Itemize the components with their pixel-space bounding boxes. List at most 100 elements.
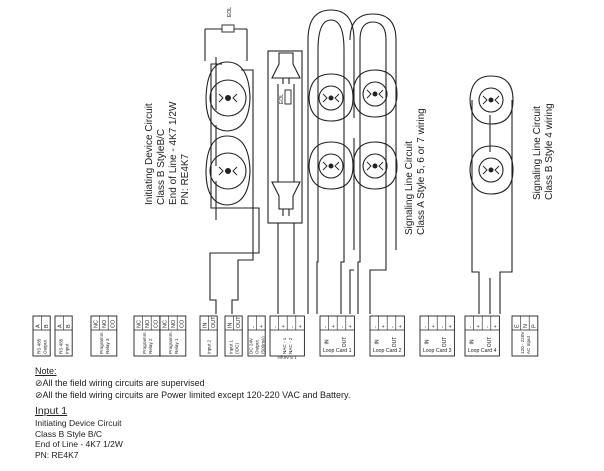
horn-1: [271, 52, 301, 79]
amps-label: 1.5 Amps: [277, 355, 297, 360]
terminal-sub-label: IN: [375, 339, 381, 344]
terminal-caption: Loop Card 3: [423, 348, 452, 354]
terminal-label: NC: [93, 320, 99, 328]
terminal-label: E: [514, 324, 520, 328]
idc-title: Initiating Device Circuit Class B StyleB…: [144, 101, 191, 205]
terminal-caption: Input 2: [207, 340, 212, 354]
terminal-label: -: [272, 326, 278, 328]
terminal-label: CO: [180, 319, 186, 328]
terminal-label: -: [422, 326, 428, 328]
terminal-sub-label: OUT: [342, 337, 348, 348]
slc-b-detector-1: [469, 75, 514, 125]
terminal-label: -: [322, 326, 328, 328]
terminal-caption: Relay 1: [174, 338, 179, 354]
terminal-label: +: [281, 325, 287, 328]
terminal-caption: Programm.: [99, 331, 104, 354]
terminal-caption: (IDC): [235, 343, 240, 354]
terminal-label: -: [340, 326, 346, 328]
nac-circuit: [267, 50, 303, 314]
eol-resistor-nac: [284, 89, 292, 105]
terminal-label: -: [440, 326, 446, 328]
terminal-caption: Input 1: [229, 340, 234, 354]
idc-detector-1: [205, 61, 251, 132]
idc-title-line-1: Initiating Device Circuit: [144, 103, 155, 205]
slc-a-title: Signaling Line Circuit Class A Style 5, …: [404, 108, 427, 235]
slc-b-title-line-2: Class B Style 4 wiring: [544, 103, 555, 200]
notes-title: Note:: [35, 366, 57, 376]
terminal-label: -: [467, 326, 473, 328]
slc-a-title-line-2: Class A Style 5, 6 or 7 wiring: [416, 108, 427, 235]
terminal-label: NO: [171, 319, 177, 328]
terminal-sub-label: OUT: [442, 337, 448, 348]
terminal-label: IN: [227, 322, 233, 328]
terminal-caption: AC Input: [526, 335, 531, 354]
slc-a-title-line-1: Signaling Line Circuit: [404, 141, 415, 235]
slc-a-detector-2: [308, 141, 354, 190]
eol-label-nac: EOL: [279, 94, 285, 104]
terminal-block: [511, 315, 539, 357]
terminal-caption: (500mA): [261, 336, 266, 354]
terminal-label: CO: [111, 319, 117, 328]
terminal-caption: Relay 3: [105, 338, 110, 354]
input1-line-4: PN: RE4K7: [35, 449, 79, 460]
terminal-label: N: [523, 324, 529, 328]
slc-a-detector-1: [308, 73, 354, 122]
input1-title: Input 1: [35, 405, 68, 417]
terminal-caption: 120 - 220V: [520, 331, 525, 354]
slc-b-detector-2: [469, 145, 514, 195]
terminal-sub-label: IN: [325, 339, 331, 344]
idc-detector-2: [205, 135, 251, 206]
terminal-label: +: [493, 325, 499, 328]
note-line-2: ⊘All the field wiring circuits are Power…: [35, 390, 351, 400]
idc-title-line-2: Class B StyleB/C: [156, 129, 167, 205]
terminal-label: -: [250, 326, 256, 328]
terminal-caption: Output: [43, 339, 48, 354]
terminal-caption: RS 485: [59, 338, 64, 354]
terminal-label: +: [259, 325, 265, 328]
idc-title-line-4: PN: RE4K7: [180, 153, 191, 205]
terminal-caption: DC 24V: [249, 337, 254, 354]
terminal-label: IN: [202, 322, 208, 328]
terminal-label: +: [448, 325, 454, 328]
terminal-sub-label: IN: [470, 339, 476, 344]
slc-a-detector-4: [352, 141, 398, 190]
terminal-label: +: [381, 325, 387, 328]
terminal-caption: Programm.: [142, 331, 147, 354]
notes-block: Note: ⊘All the field wiring circuits are…: [35, 365, 595, 401]
terminal-label: NC: [136, 320, 142, 328]
terminal-label: +: [348, 325, 354, 328]
terminal-block: [90, 315, 118, 357]
terminal-caption: Loop Card 1: [323, 348, 352, 354]
terminal-label: -: [485, 326, 491, 328]
terminal-label: +: [476, 325, 482, 328]
terminal-caption: Programm.: [168, 331, 173, 354]
terminal-label: +: [331, 325, 337, 328]
input1-block: Input 1 Initiating Device Circuit Class …: [35, 405, 123, 460]
terminal-label: CO: [154, 319, 160, 328]
terminal-sub-label: OUT: [487, 337, 493, 348]
terminal-label: A: [35, 324, 41, 328]
terminal-label: B: [44, 324, 50, 328]
input1-line-2: Class B Style B/C: [35, 428, 103, 439]
terminal-label: NO: [102, 319, 108, 328]
idc-title-line-3: End of Line - 4K7 1/2W: [168, 101, 179, 205]
terminal-sub-label: IN: [425, 339, 431, 344]
terminal-caption: Output: [255, 339, 260, 354]
terminal-label: -: [390, 326, 396, 328]
input1-line-1: Initiating Device Circuit: [35, 418, 122, 428]
slc-b-title-line-1: Signaling Line Circuit: [532, 106, 543, 200]
terminal-caption: NAC - 2: [288, 337, 293, 354]
terminal-label: +: [298, 325, 304, 328]
terminal-label: A: [57, 324, 63, 328]
idc-loop: [204, 24, 260, 314]
horn-2: [271, 181, 301, 210]
terminal-label: B: [66, 324, 72, 328]
terminal-caption: NAC - 1: [282, 337, 287, 354]
terminal-label: P: [532, 324, 538, 328]
terminal-caption: Loop Card 4: [468, 348, 497, 354]
terminal-label: -: [290, 326, 296, 328]
eol-resistor-top: [221, 24, 235, 33]
terminal-label: +: [431, 325, 437, 328]
